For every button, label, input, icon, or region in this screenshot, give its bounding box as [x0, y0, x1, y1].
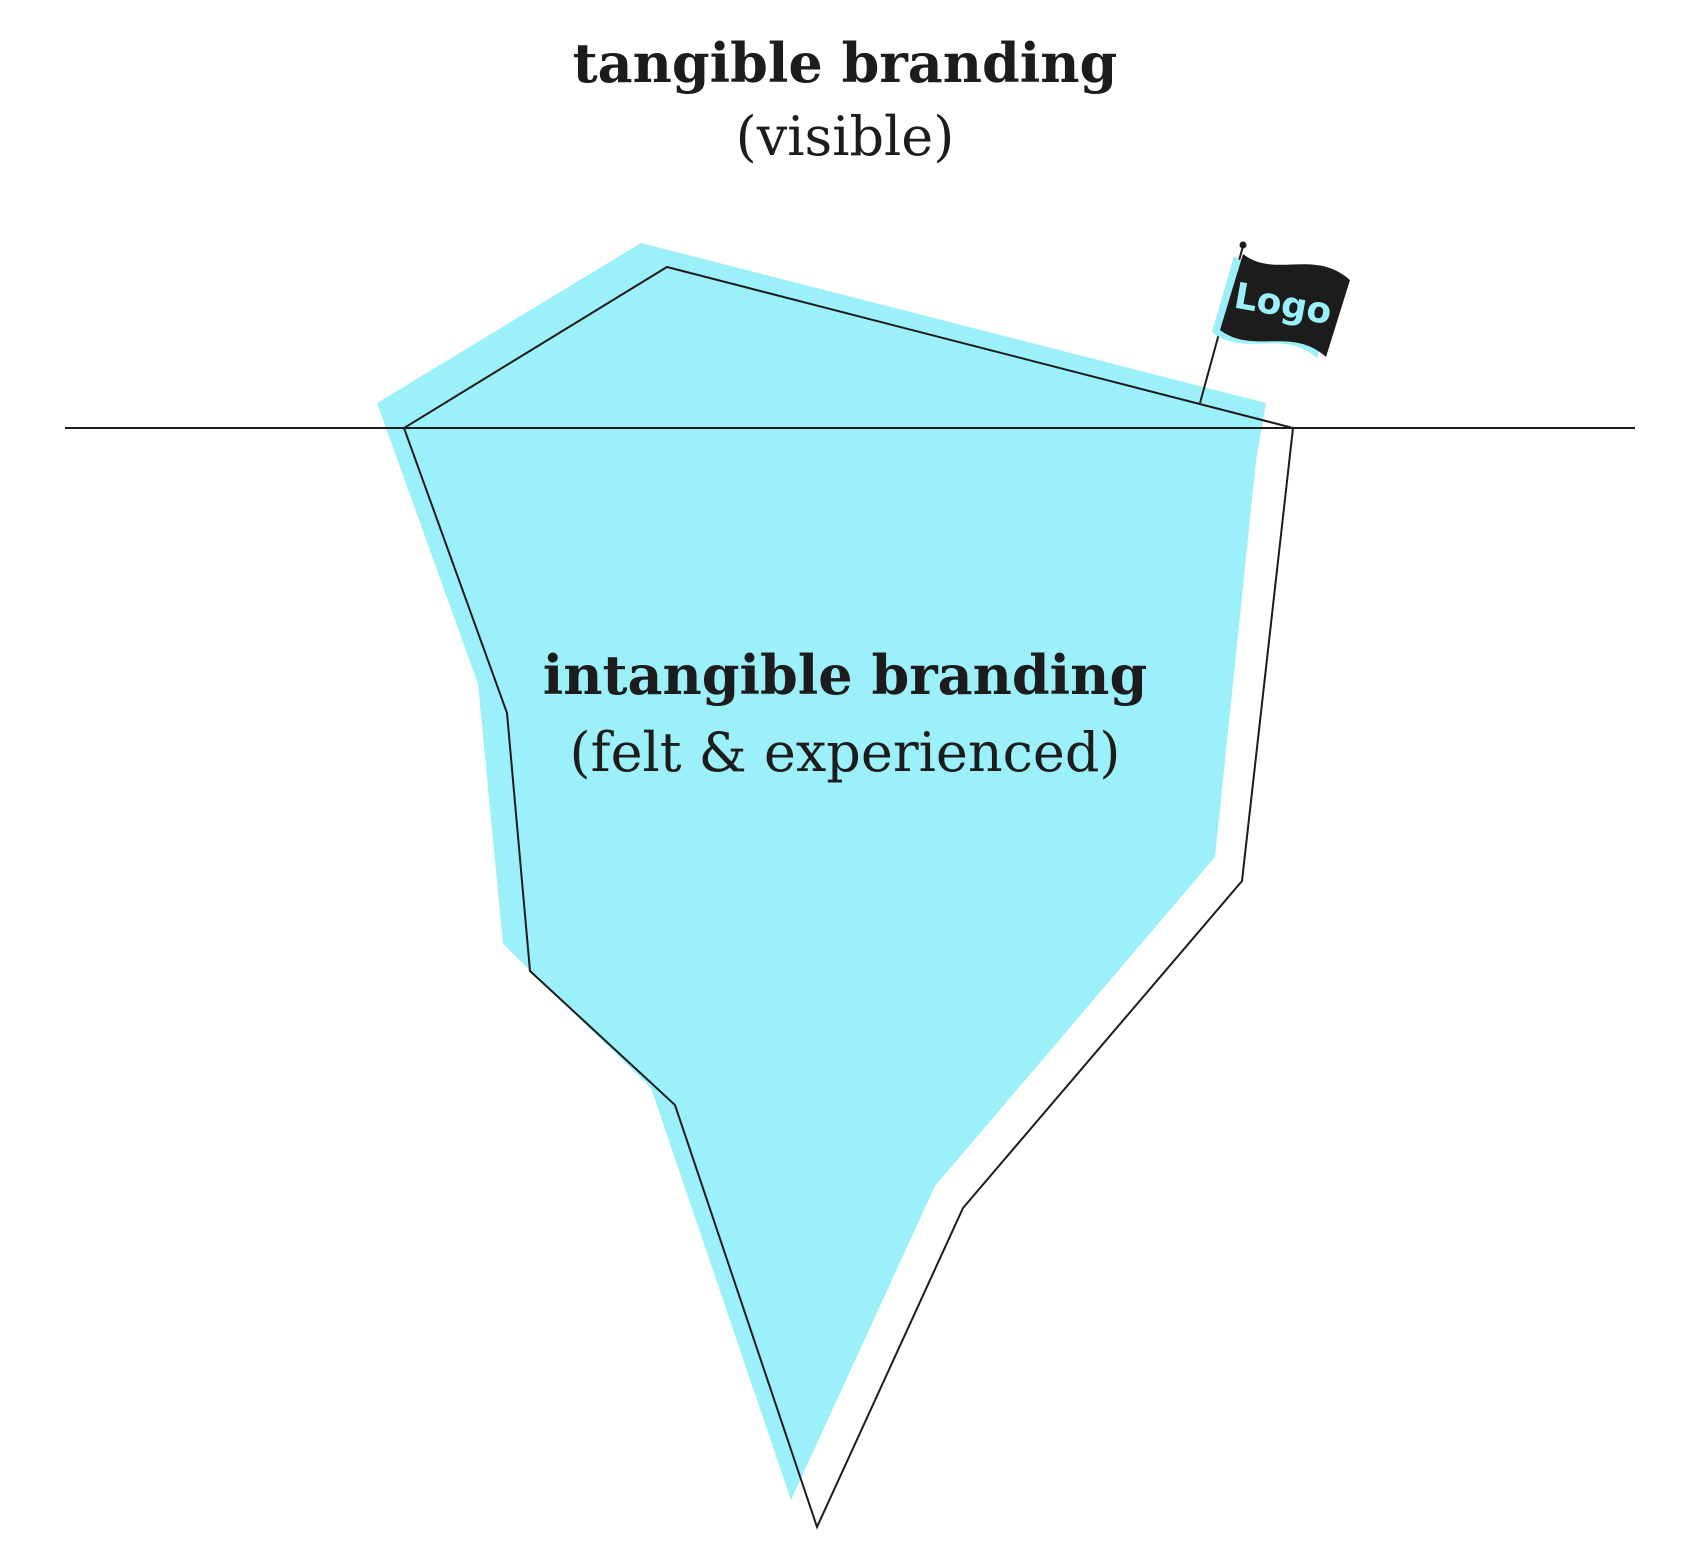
iceberg-fill [377, 243, 1266, 1500]
visible-section-title: tangible branding [572, 31, 1118, 95]
flag-body [1220, 254, 1350, 357]
hidden-section-subtitle: (felt & experienced) [569, 721, 1121, 784]
visible-section-subtitle: (visible) [735, 105, 955, 168]
flag-icon: Logo [1212, 254, 1350, 358]
flag-pole-tip [1239, 241, 1247, 249]
hidden-section-title: intangible branding [542, 643, 1148, 707]
iceberg-outline [402, 265, 1295, 1530]
